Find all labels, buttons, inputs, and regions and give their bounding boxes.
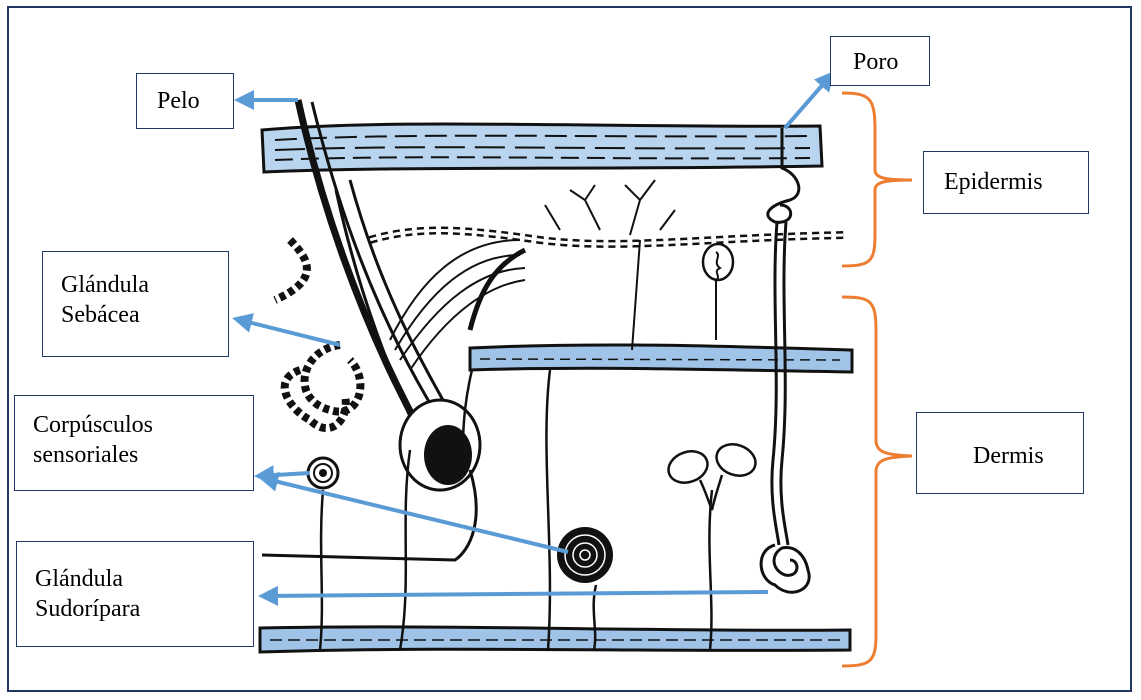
small-corpuscle xyxy=(308,458,338,488)
label-sebacea-line2: Sebácea xyxy=(61,300,228,330)
hypodermis-band xyxy=(260,627,850,652)
dermal-nerves xyxy=(320,370,712,650)
epidermis-bracket xyxy=(842,93,912,266)
label-pelo-text: Pelo xyxy=(157,86,233,116)
nerve-branches xyxy=(545,180,733,350)
pacinian-corpuscle xyxy=(557,527,613,583)
label-pelo: Pelo xyxy=(136,73,234,129)
corpusculos-arrow-2 xyxy=(262,478,568,552)
label-corpusculos-line1: Corpúsculos xyxy=(33,410,253,440)
basal-layer xyxy=(370,231,845,244)
corpusculos-arrow-1 xyxy=(258,473,310,476)
label-corpusculos-line2: sensoriales xyxy=(33,440,253,470)
label-corpusculos-sensoriales: Corpúsculos sensoriales xyxy=(14,395,254,491)
epidermis-band xyxy=(262,124,822,172)
brackets xyxy=(842,93,912,666)
label-glandula-sebacea: Glándula Sebácea xyxy=(42,251,229,357)
dermis-mid-band xyxy=(470,345,852,372)
poro-arrow xyxy=(785,74,832,128)
label-sebacea-line1: Glándula xyxy=(61,270,228,300)
label-epidermis: Epidermis xyxy=(923,151,1089,214)
label-poro: Poro xyxy=(830,36,930,86)
label-sudoripara-line1: Glándula xyxy=(35,564,253,594)
label-glandula-sudoripara: Glándula Sudorípara xyxy=(16,541,254,647)
sebacea-arrow xyxy=(236,319,340,345)
sudoripara-arrow xyxy=(262,592,768,596)
label-poro-text: Poro xyxy=(853,47,929,77)
label-dermis: Dermis xyxy=(916,412,1084,494)
label-sudoripara-line2: Sudorípara xyxy=(35,594,253,624)
label-epidermis-text: Epidermis xyxy=(944,167,1088,197)
label-dermis-text: Dermis xyxy=(973,441,1083,471)
